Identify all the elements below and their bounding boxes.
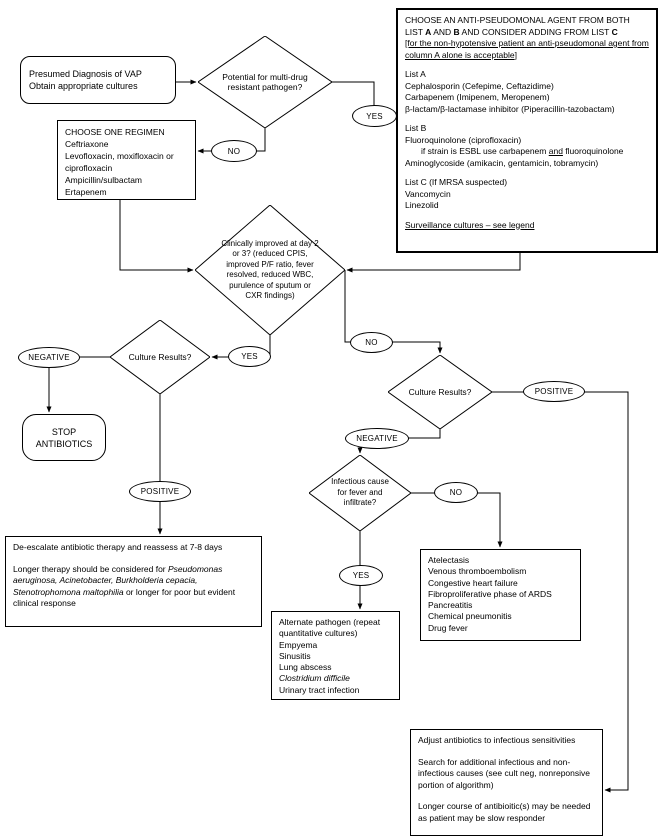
presumed-diagnosis-line2: Obtain appropriate cultures (29, 81, 138, 91)
alternate-item: Clostridium difficile (279, 673, 350, 684)
cause-item: Drug fever (428, 622, 468, 633)
diamond-shape (198, 36, 332, 128)
deescalate-text-1: Longer therapy should be considered for (13, 563, 168, 574)
list-b-item: Aminoglycoside (amikacin, gentamicin, to… (405, 157, 599, 168)
connector-regimen-to-improved (119, 200, 194, 273)
cause-item: Fibroproliferative phase of ARDS (428, 588, 552, 599)
positive-oval-left: POSITIVE (129, 481, 191, 502)
deescalate-text-2: or longer for poor but evident clinical … (13, 586, 236, 609)
culture-results-right-diamond: Culture Results? (388, 355, 492, 429)
esbl-note: if strain is ESBL use carbapenem and flu… (405, 146, 649, 158)
list-b-letter: B (453, 26, 460, 37)
list-b-title: List B (405, 123, 427, 133)
non-hypotensive-note: [for the non-hypotensive patient an anti… (405, 38, 649, 60)
list-a-title: List A (405, 69, 426, 79)
list-c-title: List C (If MRSA suspected) (405, 177, 508, 187)
list-b-item: Fluoroquinolone (ciprofloxacin) (405, 134, 522, 145)
list-a-item: β-lactam/β-lactamase inhibitor (Piperaci… (405, 103, 615, 114)
infectious-cause-text: Infectious cause for fever and infiltrat… (331, 477, 389, 508)
negative-oval-right: NEGATIVE (345, 428, 409, 449)
cause-item: Atelectasis (428, 555, 470, 565)
mdr-decision-diamond: Potential for multi-drug resistant patho… (198, 36, 332, 128)
culture-results-left-text: Culture Results? (128, 351, 192, 362)
deescalate-paragraph-2: Longer therapy should be considered for … (13, 564, 254, 610)
yes-oval-improved: YES (228, 346, 271, 367)
spacer (405, 212, 649, 220)
clinically-improved-diamond: Clinically improved at day 2 or 3? (redu… (195, 205, 345, 335)
adjust-paragraph-2: Search for additional infectious and non… (418, 756, 590, 790)
list-a-item: Carbapenem (Imipenem, Meropenem) (405, 92, 550, 102)
adjust-paragraph-1: Adjust antibiotics to infectious sensiti… (418, 735, 576, 745)
deescalate-organisms: Pseudomonas aeruginosa, Acinetobacter, B… (13, 563, 223, 597)
deescalate-box: De-escalate antibiotic therapy and reass… (5, 536, 262, 627)
heading-text-1: CHOOSE AN ANTI-PSEUDOMONAL AGENT FROM BO… (405, 15, 630, 37)
diamond-shape (195, 205, 345, 335)
culture-results-right-text: Culture Results? (408, 386, 472, 397)
cause-item: Chemical pneumonitis (428, 611, 512, 622)
culture-results-left-diamond: Culture Results? (110, 320, 210, 394)
positive-oval-right: POSITIVE (523, 381, 585, 402)
stop-antibiotics-text: STOP ANTIBIOTICS (35, 426, 93, 449)
alternate-item: Lung abscess (279, 662, 332, 673)
connector-listabc-to-improved (346, 253, 521, 273)
alternate-item: Urinary tract infection (279, 684, 360, 695)
regimen-item: Ceftriaxone (65, 139, 109, 149)
list-c-letter: C (611, 26, 618, 37)
adjust-antibiotics-box: Adjust antibiotics to infectious sensiti… (410, 729, 603, 836)
alternate-item: Empyema (279, 639, 318, 650)
cause-item: Congestive heart failure (428, 577, 518, 588)
regimen-item: Levofloxacin, moxifloxacin or ciprofloxa… (65, 151, 174, 173)
esbl-note-text-1: if strain is ESBL use carbapenem (421, 146, 549, 156)
choose-one-regimen-box: CHOOSE ONE REGIMEN Ceftriaxone Levofloxa… (57, 120, 196, 200)
clinically-improved-text: Clinically improved at day 2 or 3? (redu… (221, 238, 319, 301)
esbl-note-text-2: fluoroquinolone (562, 146, 624, 156)
esbl-note-and: and (548, 146, 563, 156)
adjust-paragraph-3: Longer course of antibioitic(s) may be n… (418, 801, 591, 823)
alternate-item: Sinusitis (279, 650, 311, 661)
alternate-pathogen-box: Alternate pathogen (repeat quantitative … (271, 611, 400, 700)
cause-item: Pancreatitis (428, 600, 473, 611)
spacer (405, 61, 649, 69)
list-c-item: Linezolid (405, 200, 439, 210)
diamond-shape (110, 320, 210, 394)
mdr-question-text: Potential for multi-drug resistant patho… (222, 71, 308, 93)
list-a-letter: A (425, 26, 432, 37)
diamond-shape (309, 455, 411, 531)
presumed-diagnosis-line1: Presumed Diagnosis of VAP (29, 69, 142, 79)
yes-oval-infectious: YES (339, 565, 383, 586)
regimen-title: CHOOSE ONE REGIMEN (65, 127, 165, 137)
heading-text-3: AND CONSIDER ADDING FROM LIST (459, 26, 612, 37)
regimen-item: Ampicillin/sulbactam (65, 175, 142, 185)
cause-item: Venous thromboembolism (428, 566, 527, 577)
no-oval-improved: NO (350, 332, 393, 353)
deescalate-paragraph-1: De-escalate antibiotic therapy and reass… (13, 542, 223, 552)
regimen-item: Ertapenem (65, 187, 107, 197)
surveillance-cultures-note: Surveillance cultures – see legend (405, 219, 535, 230)
list-c-item: Vancomycin (405, 188, 451, 199)
list-a-item: Cephalosporin (Cefepime, Ceftazidime) (405, 80, 554, 91)
heading-text-2: AND (431, 26, 454, 37)
negative-oval-left: NEGATIVE (18, 347, 80, 368)
infectious-cause-diamond: Infectious cause for fever and infiltrat… (309, 455, 411, 531)
yes-oval-mdr: YES (352, 105, 397, 127)
non-infectious-causes-box: Atelectasis Venous thromboembolism Conge… (420, 549, 581, 641)
alternate-item: Alternate pathogen (repeat quantitative … (279, 617, 381, 639)
diamond-shape (388, 355, 492, 429)
no-oval-infectious: NO (434, 482, 478, 503)
list-abc-heading: CHOOSE AN ANTI-PSEUDOMONAL AGENT FROM BO… (405, 15, 649, 38)
spacer (405, 169, 649, 177)
presumed-diagnosis-box: Presumed Diagnosis of VAP Obtain appropr… (20, 56, 176, 104)
no-oval-mdr: NO (211, 140, 257, 162)
stop-antibiotics-box: STOP ANTIBIOTICS (22, 414, 106, 461)
spacer (405, 115, 649, 123)
anti-pseudomonal-agents-box: CHOOSE AN ANTI-PSEUDOMONAL AGENT FROM BO… (396, 8, 658, 253)
